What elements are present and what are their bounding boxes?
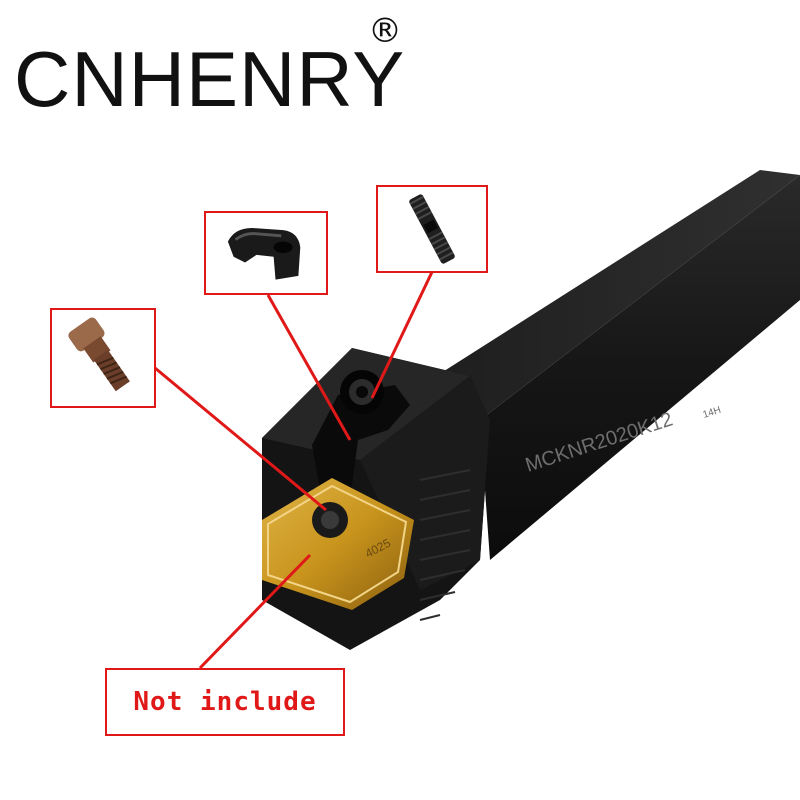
callout-clamp — [204, 211, 328, 295]
screw-icon — [409, 194, 455, 264]
registered-mark: ® — [368, 11, 402, 51]
callout-screw — [376, 185, 488, 273]
callout-leader-lines — [154, 271, 434, 670]
cutting-insert: 4025 — [262, 478, 414, 610]
callout-lock-pin — [50, 308, 156, 408]
not-include-label: Not include — [105, 668, 345, 736]
clamp-icon — [227, 228, 301, 280]
lock-pin-icon — [68, 317, 130, 392]
brand-logo: CNHENRY — [14, 35, 406, 123]
holder-shank — [430, 170, 800, 560]
model-sub-engraving: 14H — [702, 405, 723, 421]
not-include-text: Not include — [133, 687, 317, 717]
